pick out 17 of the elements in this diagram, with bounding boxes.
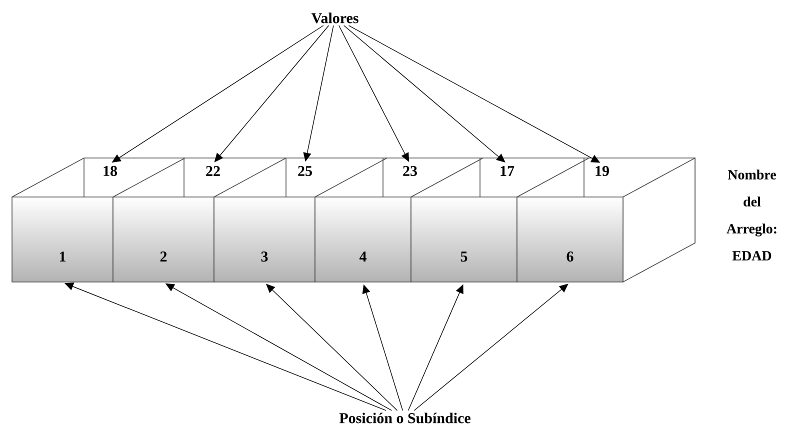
- array-cell: 5: [410, 196, 518, 282]
- arrow: [338, 25, 410, 162]
- value-label: 22: [206, 166, 220, 176]
- array-cell: 1: [12, 196, 114, 282]
- arrow: [414, 284, 568, 411]
- array-cell: 3: [214, 196, 316, 282]
- array-cell: 2: [112, 196, 214, 282]
- value-label: 18: [104, 166, 117, 176]
- value-label: 25: [298, 166, 312, 176]
- heading-label: Posición o Subíndice: [339, 412, 470, 424]
- array-cell: 4: [314, 196, 412, 282]
- value-label: 19: [596, 166, 609, 176]
- value-label: 23: [403, 166, 417, 176]
- heading-label: Valores: [311, 12, 358, 24]
- side-label: Nombre del Arreglo: EDAD: [726, 170, 776, 260]
- value-label: 17: [500, 166, 514, 176]
- array-cell: 6: [516, 196, 624, 282]
